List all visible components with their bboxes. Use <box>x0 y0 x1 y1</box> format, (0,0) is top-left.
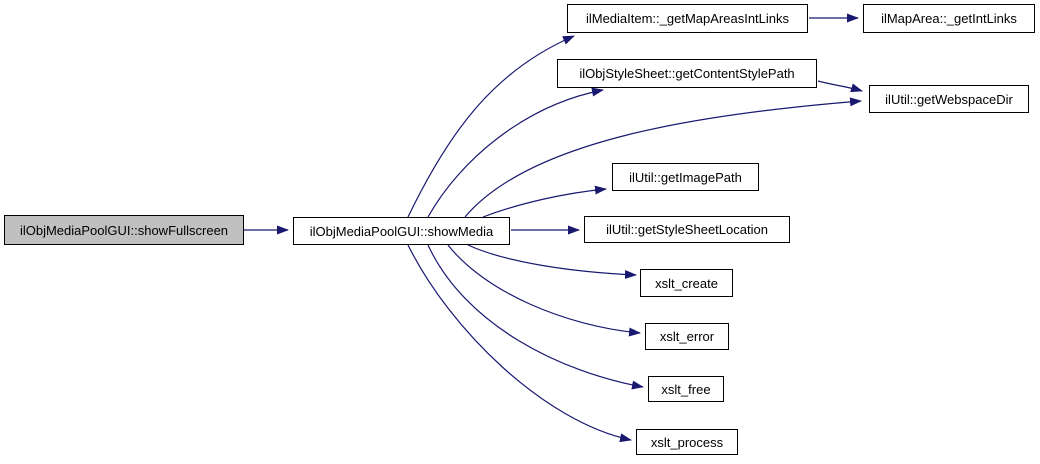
node-xslt-create[interactable]: xslt_create <box>640 269 733 297</box>
node-xslt-process[interactable]: xslt_process <box>636 429 738 455</box>
node-get-image-path[interactable]: ilUtil::getImagePath <box>612 163 759 191</box>
edge-show-media-to-get-webspace-dir <box>464 97 862 218</box>
edge-show-media-to-get-image-path <box>482 185 607 218</box>
node-label-get-image-path: ilUtil::getImagePath <box>629 169 742 185</box>
edge-show-media-to-xslt-error <box>447 244 641 337</box>
node-get-style-sheet-location[interactable]: ilUtil::getStyleSheetLocation <box>584 216 790 243</box>
edges-group <box>244 13 863 443</box>
edge-show-media-to-xslt-process <box>407 244 632 443</box>
node-get-webspace-dir[interactable]: ilUtil::getWebspaceDir <box>869 85 1029 113</box>
node-label-get-content-style-path: ilObjStyleSheet::getContentStylePath <box>579 66 795 81</box>
edge-show-media-to-get-map-areas-int-links <box>407 35 575 218</box>
node-get-int-links[interactable]: ilMapArea::_getIntLinks <box>863 4 1035 33</box>
node-label-xslt-process: xslt_process <box>650 434 724 450</box>
node-label-get-webspace-dir: ilUtil::getWebspaceDir <box>885 91 1013 107</box>
node-show-fullscreen[interactable]: ilObjMediaPoolGUI::showFullscreen <box>4 215 244 245</box>
node-label-get-int-links: ilMapArea::_getIntLinks <box>881 11 1017 26</box>
node-get-content-style-path[interactable]: ilObjStyleSheet::getContentStylePath <box>557 59 817 88</box>
node-xslt-free[interactable]: xslt_free <box>648 376 724 402</box>
edge-show-media-to-xslt-create <box>467 244 637 279</box>
edge-show-media-to-get-content-style-path <box>427 87 604 218</box>
edge-show-media-to-xslt-free <box>427 244 644 390</box>
node-label-get-map-areas-int-links: ilMediaItem::_getMapAreasIntLinks <box>585 11 790 26</box>
node-xslt-error[interactable]: xslt_error <box>645 323 729 350</box>
node-label-xslt-free: xslt_free <box>661 381 711 397</box>
node-get-map-areas-int-links[interactable]: ilMediaItem::_getMapAreasIntLinks <box>567 4 808 33</box>
node-label-xslt-error: xslt_error <box>659 329 715 344</box>
node-label-get-style-sheet-location: ilUtil::getStyleSheetLocation <box>606 222 768 237</box>
node-show-media[interactable]: ilObjMediaPoolGUI::showMedia <box>293 217 510 245</box>
node-label-xslt-create: xslt_create <box>655 275 718 291</box>
node-label-show-fullscreen: ilObjMediaPoolGUI::showFullscreen <box>19 222 229 238</box>
node-label-show-media: ilObjMediaPoolGUI::showMedia <box>309 223 494 239</box>
edge-get-content-style-path-to-get-webspace-dir <box>817 80 863 93</box>
